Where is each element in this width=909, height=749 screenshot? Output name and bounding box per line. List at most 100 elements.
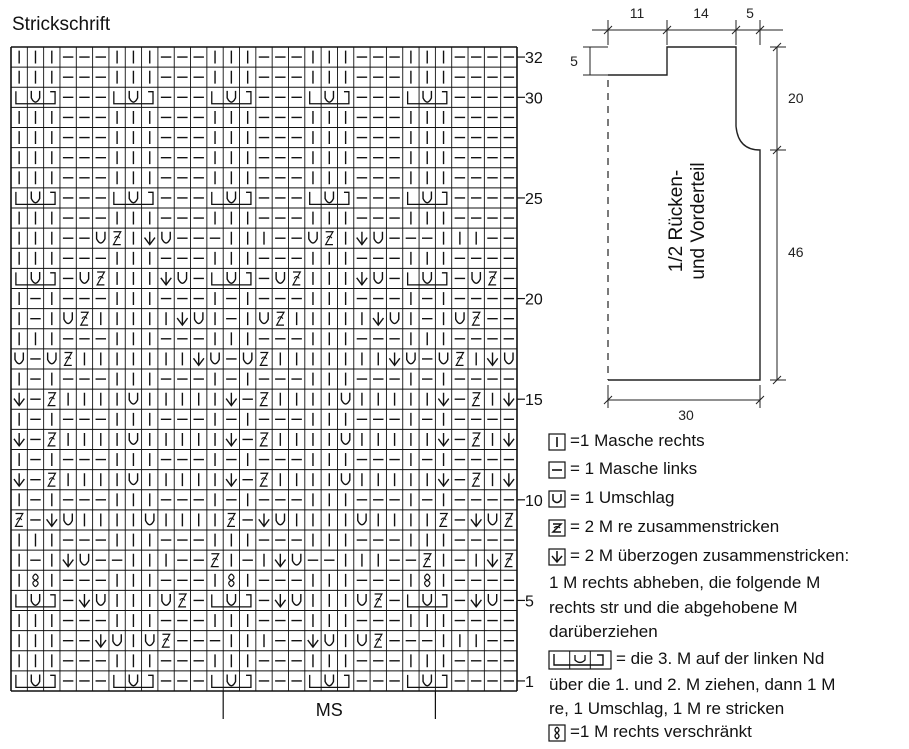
k2tog-symbol <box>373 633 383 648</box>
k2tog-symbol <box>291 271 302 286</box>
yarn-over-symbol <box>340 432 351 445</box>
yarn-over-symbol <box>324 674 335 687</box>
yarn-over-symbol <box>487 513 498 526</box>
yarn-over-symbol <box>487 593 498 606</box>
k2tog-symbol <box>438 512 449 527</box>
pass-over-cluster-symbol <box>406 191 448 206</box>
yarn-over-symbol <box>422 593 433 606</box>
legend-skpo-line3: rechts str und die abgehobene M <box>549 598 798 617</box>
k2tog-symbol <box>47 392 57 407</box>
yarn-over-symbol <box>95 593 106 606</box>
skpo-symbol <box>225 473 238 488</box>
skpo-symbol <box>62 553 74 568</box>
legend-knit-text: =1 Masche rechts <box>570 431 705 450</box>
top-dimension-label: 14 <box>693 5 709 21</box>
skpo-symbol <box>274 553 287 568</box>
pass-over-cluster-symbol <box>406 272 448 286</box>
pass-over-cluster-symbol <box>211 674 252 689</box>
left-dimension-label: 5 <box>570 53 578 69</box>
bottom-dimension-label: 30 <box>678 407 694 423</box>
k2tog-icon <box>548 518 566 537</box>
yarn-over-symbol <box>438 352 449 365</box>
yarn-over-symbol <box>226 191 237 204</box>
pass-over-cluster-symbol <box>211 594 252 608</box>
yarn-over-icon <box>548 489 566 508</box>
yarn-over-symbol <box>79 553 90 566</box>
yarn-over-symbol <box>128 432 139 445</box>
legend-yarn-over-text: = 1 Umschlag <box>570 488 675 507</box>
legend-twisted-text: =1 M rechts verschränkt <box>570 722 752 741</box>
skpo-symbol <box>437 432 450 448</box>
skpo-symbol <box>437 473 450 488</box>
k2tog-symbol <box>471 392 481 407</box>
yarn-over-symbol <box>259 312 269 325</box>
dimension-tick <box>662 25 672 35</box>
skpo-symbol <box>486 553 499 568</box>
yarn-over-symbol <box>46 352 57 365</box>
dimension-tick <box>772 42 782 52</box>
k2tog-symbol <box>422 553 432 568</box>
pass-over-cluster-symbol <box>15 91 56 105</box>
yarn-over-symbol <box>144 513 155 526</box>
yarn-over-symbol <box>226 90 237 103</box>
yarn-over-symbol <box>406 352 416 365</box>
row-number-label: 5 <box>525 593 534 610</box>
yarn-over-symbol <box>422 90 433 103</box>
repeat-label: MS <box>316 700 343 720</box>
skpo-symbol <box>470 513 482 528</box>
legend-skpo-text: = 2 M überzogen zusammenstricken: <box>570 546 850 565</box>
skpo-symbol <box>46 513 58 528</box>
yarn-over-symbol <box>422 191 433 204</box>
dimension-tick <box>755 25 765 35</box>
yarn-over-symbol <box>193 312 204 325</box>
legend-cluster-line2: über die 1. und 2. M ziehen, dann 1 M <box>549 675 836 694</box>
pass-over-cluster-symbol <box>15 674 56 689</box>
yarn-over-symbol <box>340 473 351 486</box>
yarn-over-symbol <box>357 593 367 606</box>
yarn-over-symbol <box>128 90 139 103</box>
pass-over-cluster-symbol <box>309 674 350 689</box>
skpo-symbol <box>356 271 368 287</box>
yarn-over-symbol <box>454 312 465 325</box>
yarn-over-symbol <box>471 271 482 284</box>
yarn-over-symbol <box>422 674 433 687</box>
dimension-tick <box>731 25 741 35</box>
skpo-symbol <box>94 634 107 649</box>
dimension-tick <box>772 375 782 385</box>
k2tog-symbol <box>210 553 220 568</box>
yarn-over-symbol <box>275 271 286 284</box>
skpo-symbol <box>13 432 25 448</box>
skpo-symbol <box>13 392 25 407</box>
legend-skpo-line4: darüberziehen <box>549 622 658 641</box>
k2tog-symbol <box>259 432 269 447</box>
skpo-symbol <box>274 593 287 609</box>
k2tog-symbol <box>471 432 481 447</box>
legend-purl: = 1 Masche links <box>548 456 697 481</box>
pass-over-cluster-symbol <box>211 272 252 286</box>
k2tog-symbol <box>63 351 73 366</box>
yarn-over-symbol <box>210 352 220 365</box>
legend-knit: =1 Masche rechts <box>548 428 705 453</box>
yarn-over-symbol <box>357 513 367 526</box>
skpo-symbol <box>225 392 238 407</box>
k2tog-symbol <box>47 432 57 447</box>
piece-label-line1: 1/2 Rücken- <box>666 170 687 272</box>
k2tog-symbol <box>14 512 24 527</box>
legend-cluster: = die 3. M auf der linken Nd <box>548 646 824 671</box>
skpo-symbol <box>470 593 482 609</box>
yarn-over-symbol <box>324 634 335 647</box>
pass-over-cluster-symbol <box>406 594 448 608</box>
yarn-over-symbol <box>503 352 514 365</box>
legend-yarn-over: = 1 Umschlag <box>548 485 674 510</box>
row-number-label: 20 <box>525 292 543 309</box>
k2tog-symbol <box>504 553 514 568</box>
yarn-over-symbol <box>95 231 106 244</box>
k2tog-symbol <box>487 271 498 286</box>
yarn-over-symbol <box>226 674 237 687</box>
twisted-stitch-icon <box>548 723 566 742</box>
dimension-tick <box>603 395 613 405</box>
k2tog-symbol <box>455 351 465 366</box>
skpo-symbol <box>437 392 450 407</box>
